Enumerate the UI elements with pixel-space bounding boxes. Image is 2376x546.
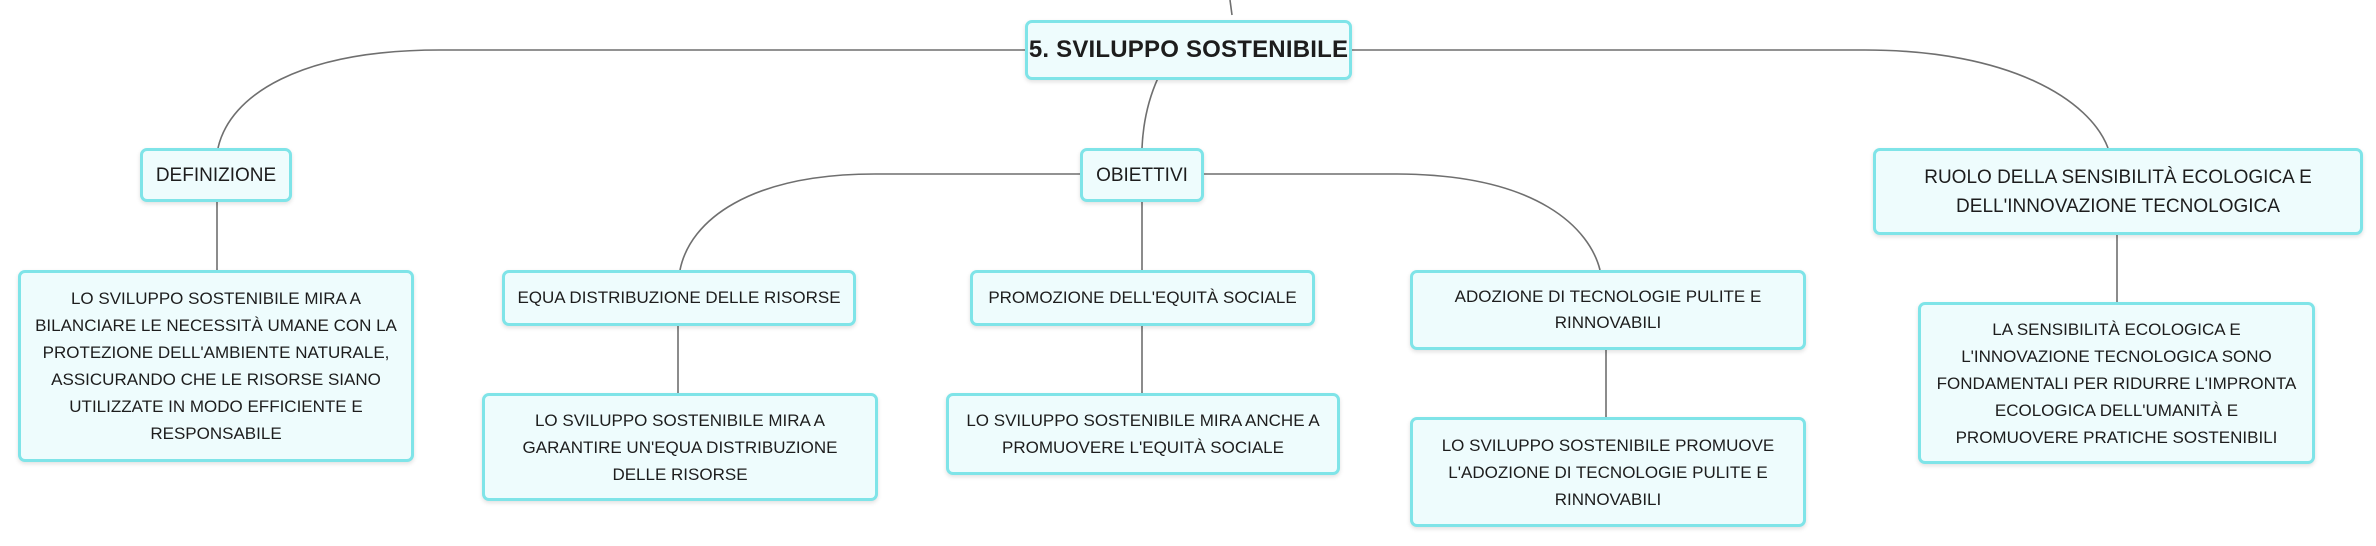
root-label: 5. SVILUPPO SOSTENIBILE bbox=[1028, 36, 1349, 63]
ruolo-detail-node[interactable]: LA SENSIBILITÀ ECOLOGICA E L'INNOVAZIONE… bbox=[1918, 302, 2315, 464]
definizione-label: DEFINIZIONE bbox=[155, 164, 277, 186]
promozione-equita-detail-node[interactable]: LO SVILUPPO SOSTENIBILE MIRA ANCHE A PRO… bbox=[946, 393, 1340, 475]
connector-root-incoming bbox=[1229, 0, 1233, 16]
definizione-detail-node[interactable]: LO SVILUPPO SOSTENIBILE MIRA A BILANCIAR… bbox=[18, 270, 414, 462]
ruolo-detail-text: LA SENSIBILITÀ ECOLOGICA E L'INNOVAZIONE… bbox=[1936, 319, 2297, 447]
obiettivi-label: OBIETTIVI bbox=[1096, 164, 1188, 186]
equa-distribuzione-label: EQUA DISTRIBUZIONE DELLE RISORSE bbox=[517, 288, 841, 307]
ruolo-node[interactable]: RUOLO DELLA SENSIBILITÀ ECOLOGICA E DELL… bbox=[1873, 148, 2363, 235]
connector-root-obiettivi bbox=[1141, 77, 1159, 149]
adozione-tecnologie-node[interactable]: ADOZIONE DI TECNOLOGIE PULITE E RINNOVAB… bbox=[1410, 270, 1806, 350]
ruolo-label: RUOLO DELLA SENSIBILITÀ ECOLOGICA E DELL… bbox=[1924, 166, 2312, 217]
connector-obiettivi-equa bbox=[679, 173, 1080, 271]
promozione-equita-detail-text: LO SVILUPPO SOSTENIBILE MIRA ANCHE A PRO… bbox=[966, 411, 1320, 457]
equa-distribuzione-detail-node[interactable]: LO SVILUPPO SOSTENIBILE MIRA A GARANTIRE… bbox=[482, 393, 878, 501]
equa-distribuzione-detail-text: LO SVILUPPO SOSTENIBILE MIRA A GARANTIRE… bbox=[522, 410, 838, 484]
adozione-tecnologie-label: ADOZIONE DI TECNOLOGIE PULITE E RINNOVAB… bbox=[1454, 287, 1762, 332]
promozione-equita-node[interactable]: PROMOZIONE DELL'EQUITÀ SOCIALE bbox=[970, 270, 1315, 326]
adozione-tecnologie-detail-text: LO SVILUPPO SOSTENIBILE PROMUOVE L'ADOZI… bbox=[1441, 435, 1775, 509]
definizione-node[interactable]: DEFINIZIONE bbox=[140, 148, 292, 202]
root-node[interactable]: 5. SVILUPPO SOSTENIBILE bbox=[1025, 20, 1352, 80]
obiettivi-node[interactable]: OBIETTIVI bbox=[1080, 148, 1204, 202]
definizione-detail-text: LO SVILUPPO SOSTENIBILE MIRA A BILANCIAR… bbox=[35, 289, 397, 443]
equa-distribuzione-node[interactable]: EQUA DISTRIBUZIONE DELLE RISORSE bbox=[502, 270, 856, 326]
adozione-tecnologie-detail-node[interactable]: LO SVILUPPO SOSTENIBILE PROMUOVE L'ADOZI… bbox=[1410, 417, 1806, 527]
connector-root-definizione bbox=[217, 49, 1025, 149]
connector-root-ruolo bbox=[1352, 49, 2109, 149]
connector-obiettivi-adozione bbox=[1204, 173, 1601, 271]
promozione-equita-label: PROMOZIONE DELL'EQUITÀ SOCIALE bbox=[988, 288, 1297, 307]
